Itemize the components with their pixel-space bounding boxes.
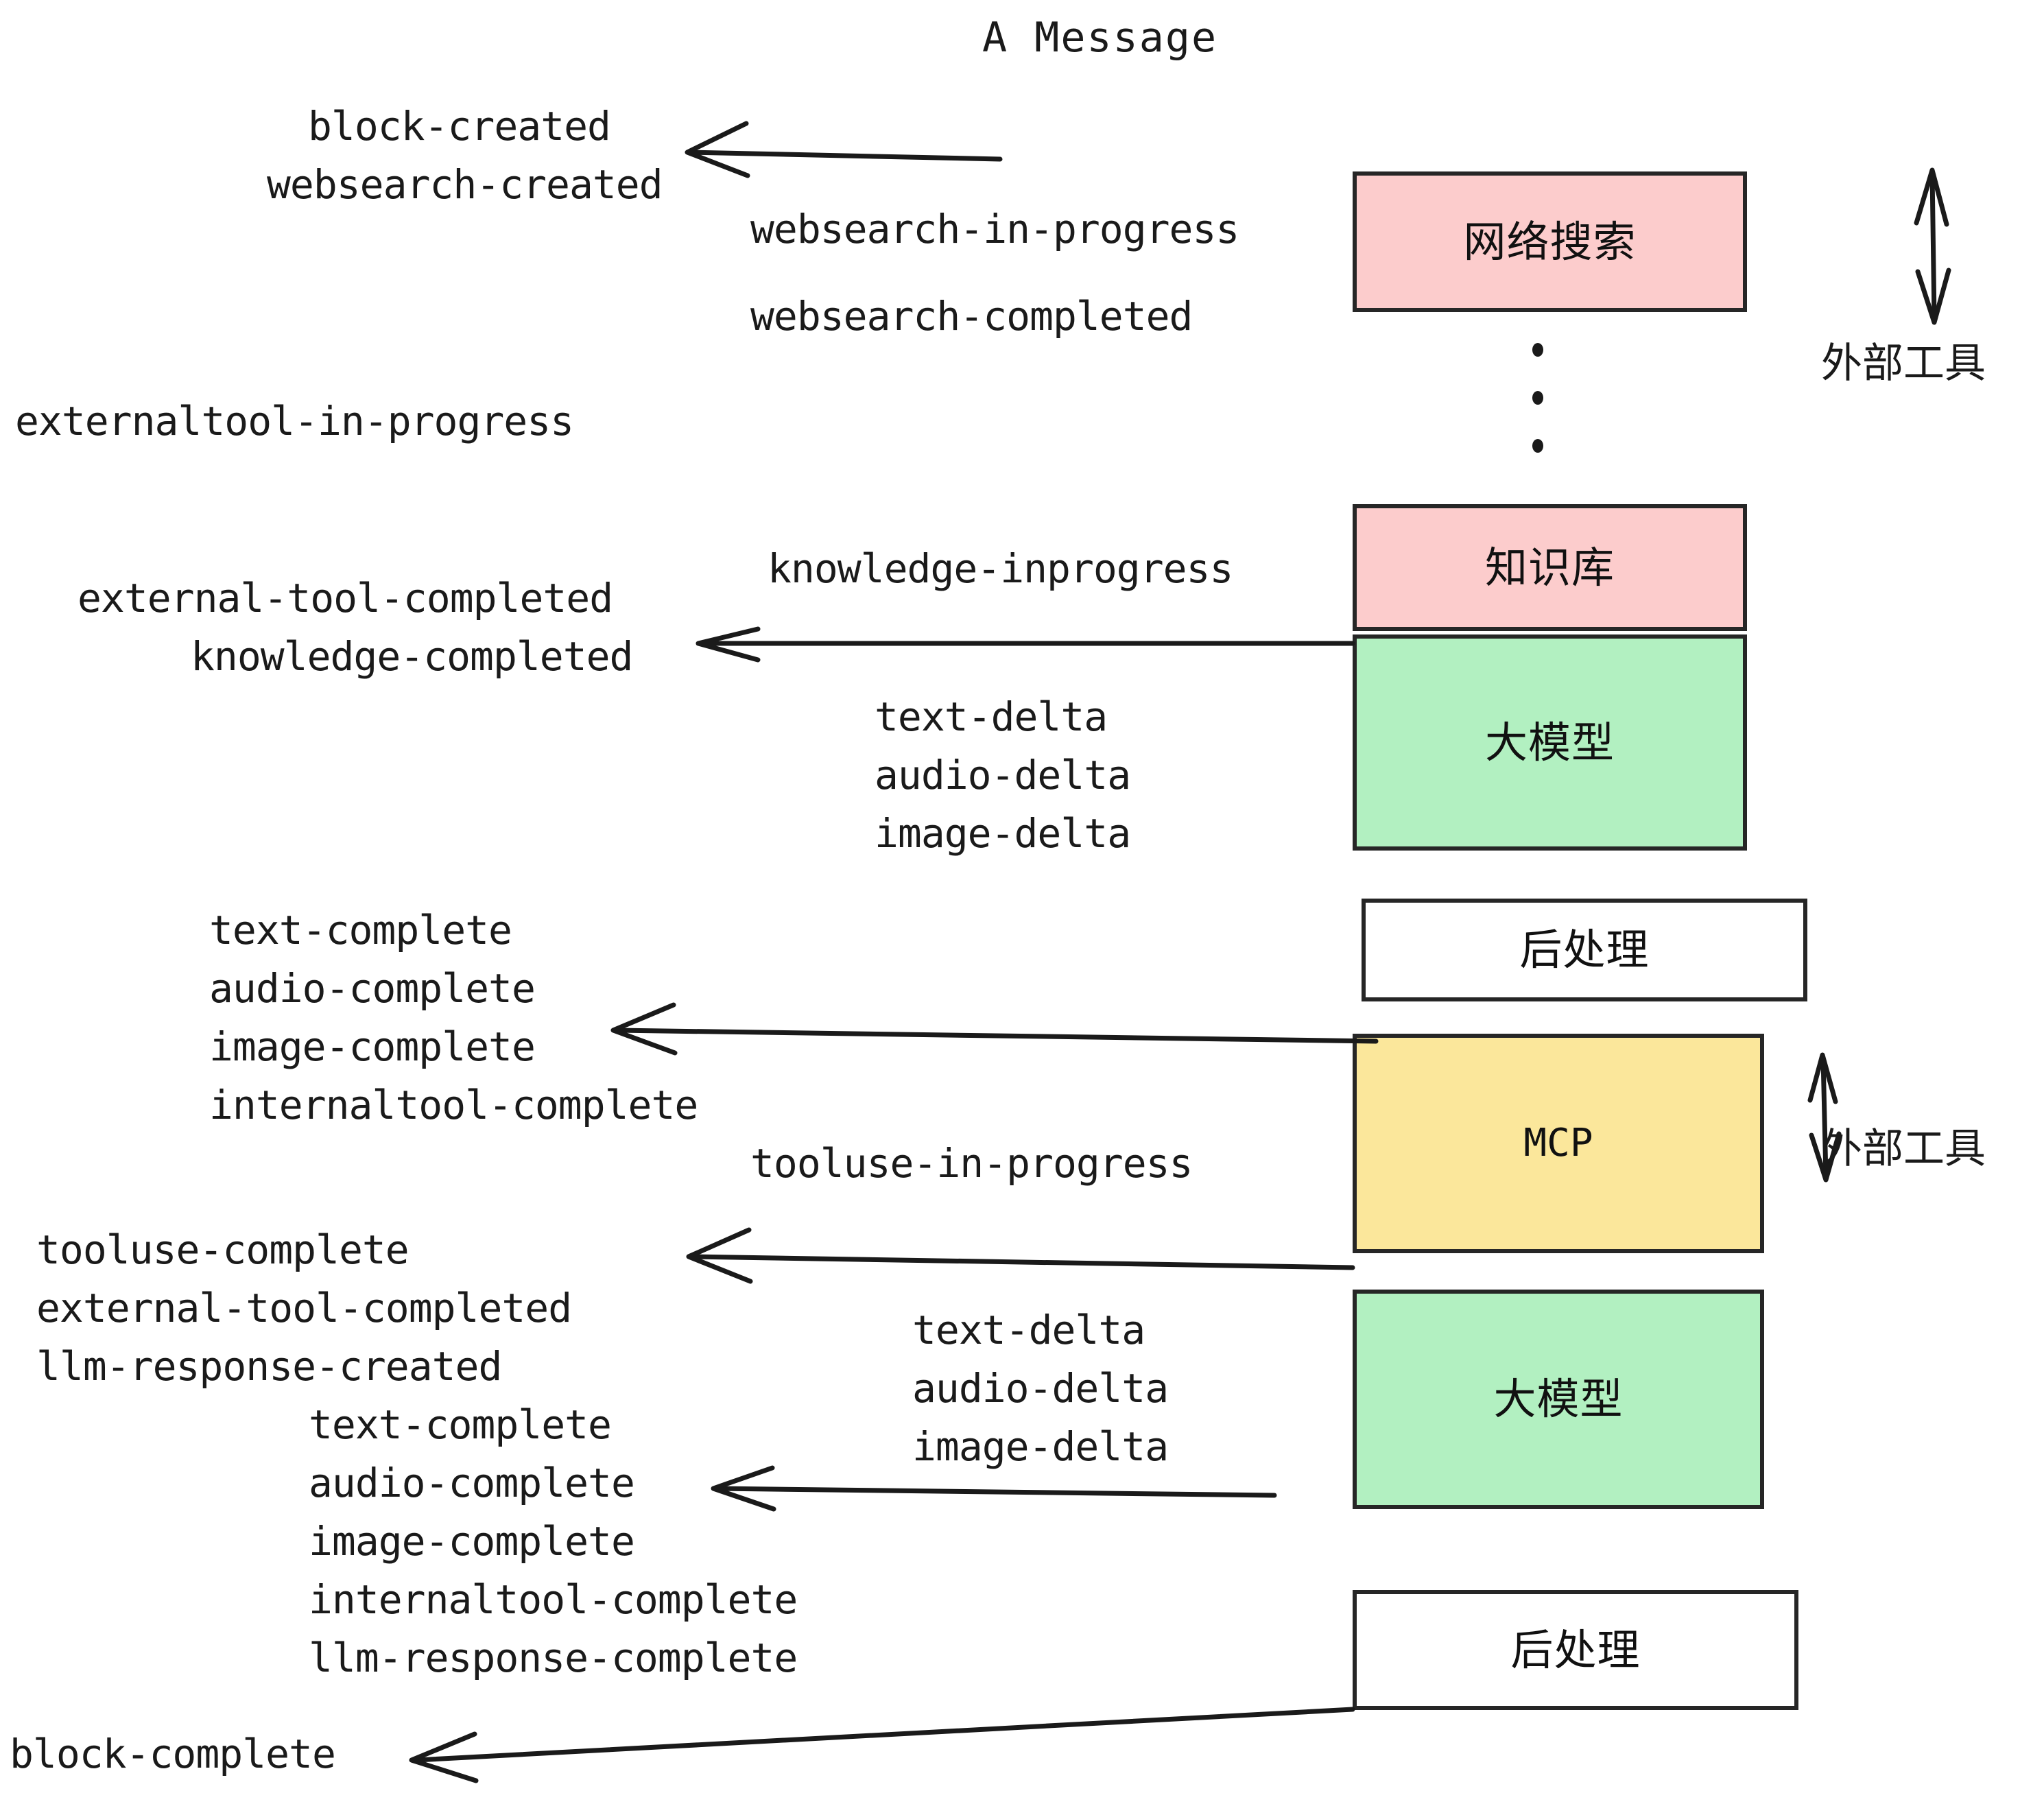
arrow-external-tool-top	[1914, 167, 1951, 325]
node-label-knowledge: 知识库	[1484, 542, 1615, 593]
event-label-audio-complete-2: audio-complete	[309, 1460, 635, 1506]
node-label-llm-top: 大模型	[1484, 717, 1615, 768]
vertical-ellipsis-icon	[1531, 343, 1545, 453]
node-box-post-top[interactable]: 后处理	[1362, 899, 1807, 1001]
event-label-llm-response-complete: llm-response-complete	[309, 1635, 798, 1681]
event-label-internaltool-complete-2: internaltool-complete	[309, 1576, 798, 1623]
event-label-image-complete-1: image-complete	[209, 1023, 536, 1070]
side-label-external-tool-top: 外部工具	[1821, 340, 1986, 388]
arrow-image-complete	[610, 1002, 1379, 1056]
event-label-image-delta-1: image-delta	[875, 810, 1131, 857]
event-label-tooluse-in-progress: tooluse-in-progress	[750, 1140, 1193, 1187]
event-label-image-delta-2: image-delta	[912, 1423, 1169, 1470]
event-label-websearch-created: websearch-created	[267, 161, 663, 208]
event-label-llm-response-created: llm-response-created	[36, 1343, 502, 1390]
event-label-audio-complete-1: audio-complete	[209, 965, 536, 1012]
event-label-image-complete-2: image-complete	[309, 1518, 635, 1565]
arrow-websearch-created	[685, 121, 1003, 178]
node-box-llm-top[interactable]: 大模型	[1353, 634, 1747, 851]
event-label-knowledge-completed: knowledge-completed	[191, 633, 633, 680]
event-label-websearch-in-progress: websearch-in-progress	[750, 206, 1239, 252]
event-label-externaltool-in-progress: externaltool-in-progress	[15, 398, 574, 444]
node-box-mcp[interactable]: MCP	[1353, 1034, 1764, 1253]
event-label-text-complete-2: text-complete	[309, 1401, 612, 1448]
arrow-knowledge-completed	[696, 626, 1355, 663]
node-box-post-bottom[interactable]: 后处理	[1353, 1590, 1798, 1710]
page-title: A Message	[982, 14, 1218, 62]
arrow-audio-complete	[711, 1465, 1277, 1512]
node-box-knowledge[interactable]: 知识库	[1353, 504, 1747, 631]
event-label-audio-delta-2: audio-delta	[912, 1365, 1169, 1412]
arrow-block-complete	[409, 1707, 1355, 1783]
event-label-block-complete: block-complete	[10, 1731, 336, 1777]
event-label-text-complete-1: text-complete	[209, 907, 512, 953]
event-label-internaltool-complete-1: internaltool-complete	[209, 1082, 698, 1128]
event-label-audio-delta-1: audio-delta	[875, 752, 1131, 798]
node-label-websearch: 网络搜索	[1463, 216, 1637, 267]
node-box-websearch[interactable]: 网络搜索	[1353, 171, 1747, 312]
event-label-external-tool-completed-1: external-tool-completed	[78, 575, 613, 621]
event-label-websearch-completed: websearch-completed	[750, 293, 1193, 340]
event-label-external-tool-completed-2: external-tool-completed	[36, 1285, 572, 1331]
arrow-tooluse-complete	[686, 1227, 1355, 1284]
event-label-tooluse-complete: tooluse-complete	[36, 1226, 409, 1273]
node-label-llm-bottom: 大模型	[1493, 1374, 1624, 1424]
node-label-mcp: MCP	[1523, 1121, 1593, 1165]
node-label-post-top: 后处理	[1519, 925, 1650, 975]
node-box-llm-bottom[interactable]: 大模型	[1353, 1290, 1764, 1509]
side-label-external-tool-bottom: 外部工具	[1821, 1125, 1986, 1173]
node-label-post-bottom: 后处理	[1510, 1624, 1641, 1675]
event-label-knowledge-inprogress: knowledge-inprogress	[768, 545, 1233, 592]
event-label-text-delta-2: text-delta	[912, 1307, 1145, 1353]
event-label-text-delta-1: text-delta	[875, 693, 1108, 740]
event-label-block-created: block-created	[308, 103, 611, 150]
